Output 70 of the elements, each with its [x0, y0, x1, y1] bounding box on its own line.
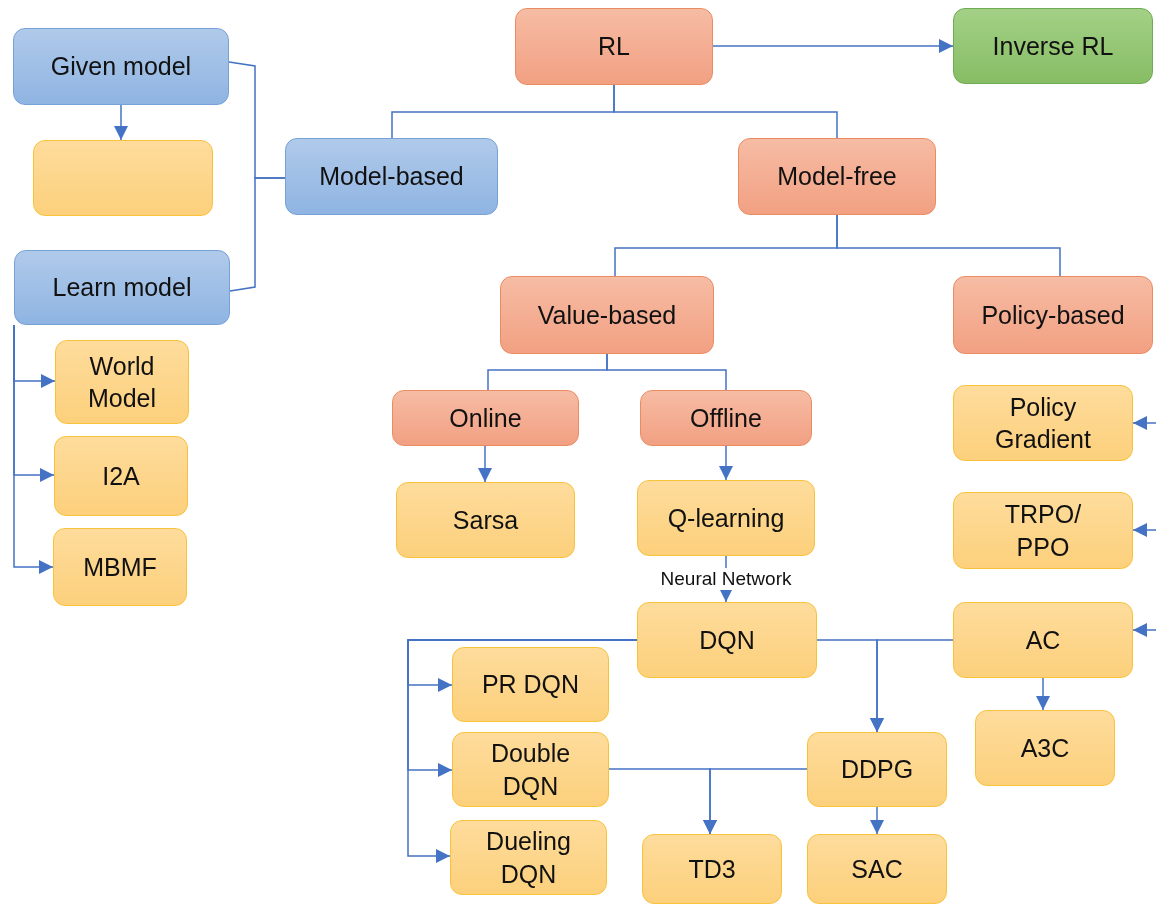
arrow — [1036, 677, 1050, 711]
arrow — [114, 104, 128, 141]
process-box — [396, 482, 575, 558]
connector-line — [836, 214, 1061, 277]
node-label: I2A — [102, 460, 140, 492]
connector-line — [613, 84, 838, 139]
arrow — [1132, 623, 1156, 637]
node-label: Policy Gradient — [994, 391, 1092, 455]
node-label: Model-free — [777, 161, 897, 193]
process-box — [33, 140, 213, 216]
connector-line — [229, 177, 286, 292]
node-label: PR DQN — [481, 669, 580, 701]
node-label: TD3 — [688, 853, 736, 885]
process-box — [738, 138, 936, 215]
process-box — [13, 28, 229, 105]
node-label: Dueling DQN — [485, 826, 572, 890]
node-label: Inverse RL — [992, 30, 1114, 62]
arrow — [719, 445, 733, 481]
arrow — [13, 324, 54, 574]
node-label: A3C — [1020, 732, 1070, 764]
arrow — [407, 639, 638, 863]
node-label: Sarsa — [452, 504, 519, 536]
arrow — [870, 639, 954, 733]
node-label: DQN — [699, 624, 755, 656]
process-box — [392, 390, 579, 446]
process-box — [285, 138, 498, 215]
process-box — [953, 385, 1133, 461]
process-box — [953, 276, 1153, 354]
node-label: Learn model — [52, 272, 192, 304]
process-box — [450, 820, 607, 895]
process-box — [54, 436, 188, 516]
process-box — [975, 710, 1115, 786]
process-box — [500, 276, 714, 354]
node-label: Double DQN — [489, 738, 572, 802]
node-label: Given model — [50, 51, 192, 83]
process-box — [452, 732, 609, 807]
node-label: RL — [598, 31, 630, 63]
process-box — [14, 250, 230, 325]
process-box — [642, 834, 782, 904]
process-box — [807, 834, 947, 904]
process-box — [55, 340, 189, 424]
process-box — [452, 647, 609, 722]
node-label: Policy-based — [981, 299, 1125, 331]
process-box — [640, 390, 812, 446]
node-label: Value-based — [537, 299, 677, 331]
process-box — [953, 602, 1133, 678]
process-box — [807, 732, 947, 807]
process-box — [637, 602, 817, 678]
arrow — [1132, 416, 1156, 430]
arrow — [712, 39, 954, 53]
arrow — [870, 806, 884, 835]
process-box — [637, 480, 815, 556]
connector-line — [606, 353, 727, 391]
arrow — [703, 768, 808, 835]
node-label: Online — [449, 402, 522, 434]
node-label: TRPO/ PPO — [1003, 499, 1083, 563]
node-label: Model-based — [319, 161, 464, 193]
arrow — [478, 445, 492, 483]
process-box — [515, 8, 713, 85]
node-label: MBMF — [83, 551, 157, 583]
node-label: Q-learning — [667, 502, 785, 534]
node-label: Offline — [690, 402, 762, 434]
node-label: SAC — [851, 853, 903, 885]
arrow — [1132, 523, 1156, 537]
node-label: World Model — [86, 350, 158, 414]
process-box — [953, 8, 1153, 84]
process-box — [53, 528, 187, 606]
node-label: DDPG — [840, 754, 914, 786]
node-label: AC — [1025, 624, 1061, 656]
process-box — [953, 492, 1133, 569]
